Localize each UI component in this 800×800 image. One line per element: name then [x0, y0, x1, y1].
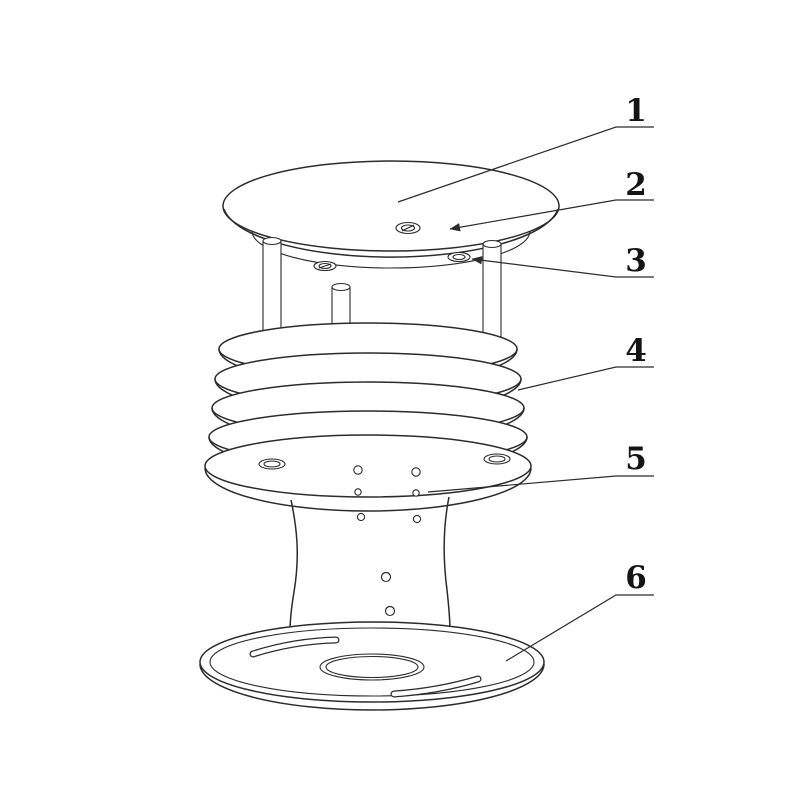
- callout-2: 2: [449, 167, 654, 232]
- callout-5-label: 5: [625, 441, 647, 477]
- shield-bottom-plate: [204, 434, 532, 512]
- vent-hole: [412, 489, 420, 497]
- callout-2-leader: [449, 199, 654, 232]
- base-center-hole: [319, 653, 425, 681]
- bottom-plate-slot-left: [258, 458, 286, 470]
- callout-1: 1: [397, 93, 654, 203]
- callout-6-leader: [505, 594, 654, 662]
- callout-3-label: 3: [625, 243, 647, 279]
- base-outer-ellipse: [199, 621, 545, 703]
- vent-hole: [356, 512, 366, 522]
- body-left-edge: [289, 499, 299, 633]
- base-slot-lower-right: [390, 675, 482, 698]
- callout-4-leader: [517, 366, 654, 391]
- bottom-plate-slot-right: [483, 453, 511, 465]
- top-plate-details: [313, 221, 471, 272]
- base-inner-ellipse: [209, 627, 535, 697]
- sensor-body: [289, 465, 451, 633]
- callout-4: 4: [517, 333, 654, 391]
- base-plate: [199, 621, 545, 711]
- callout-2-label: 2: [625, 167, 647, 203]
- base-rim-arc: [199, 663, 545, 711]
- body-right-edge: [443, 496, 451, 633]
- callout-1-leader: [397, 126, 654, 203]
- top-plate-hole-left: [313, 260, 337, 272]
- callout-6: 6: [505, 560, 654, 662]
- top-plate-screw: [395, 221, 421, 235]
- callout-6-label: 6: [625, 560, 647, 596]
- vent-hole: [412, 514, 422, 524]
- callout-4-label: 4: [625, 333, 647, 369]
- vent-hole: [354, 488, 362, 496]
- top-plate-hole-right: [447, 251, 471, 263]
- top-cap: [222, 160, 560, 269]
- louver-stack: [204, 322, 532, 512]
- cap-top-ellipse: [222, 160, 560, 252]
- post-right: [482, 239, 502, 354]
- callouts: 1 2 3 4 5 6: [397, 93, 654, 662]
- callout-3: 3: [471, 243, 654, 279]
- callout-5-leader: [427, 475, 654, 493]
- body-vent-holes: [353, 465, 422, 617]
- vent-hole: [411, 467, 421, 477]
- vent-hole: [353, 465, 363, 475]
- callout-3-leader: [471, 256, 654, 278]
- cap-rim-arc: [223, 208, 559, 258]
- callout-5: 5: [427, 441, 654, 493]
- base-slot-upper-left: [249, 636, 340, 658]
- callout-1-label: 1: [625, 93, 647, 129]
